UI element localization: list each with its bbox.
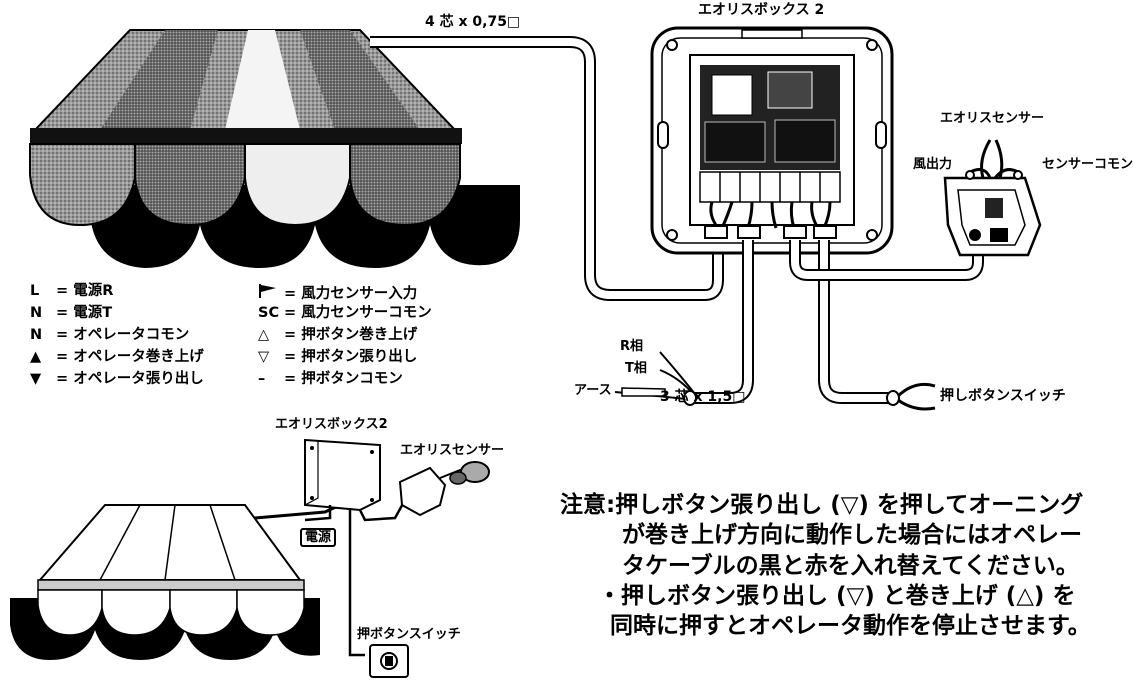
sensor-common-label: センサーコモン bbox=[1042, 157, 1134, 172]
switch-wires bbox=[886, 382, 936, 411]
legend-text: = 押ボタン張り出し bbox=[284, 349, 418, 365]
wind-flag-icon bbox=[258, 284, 284, 302]
earth-label: アース bbox=[574, 383, 612, 398]
legend-symbol: ▽ bbox=[258, 349, 270, 365]
bottom-sensor-title-label: エオリスセンサー bbox=[400, 443, 505, 458]
legend-item-operator-up: ▲ = オペレータ巻き上げ bbox=[30, 350, 204, 365]
legend-item-power-t: N = 電源T bbox=[30, 306, 112, 321]
legend-text: = オペレータコモン bbox=[56, 327, 190, 343]
legend-text: = 風力センサーコモン bbox=[284, 305, 432, 321]
awning-stripe-1 bbox=[100, 30, 218, 130]
control-box-bottom bbox=[304, 438, 381, 512]
legend-symbol: N bbox=[30, 327, 43, 343]
legend-symbol: ▼ bbox=[30, 371, 42, 387]
legend-item-wind-input: = 風力センサー入力 bbox=[258, 284, 417, 302]
push-switch-bottom bbox=[369, 644, 409, 678]
awning-front-bar bbox=[30, 128, 462, 144]
phase-r-label: R相 bbox=[620, 339, 644, 354]
legend-text: = 押ボタンコモン bbox=[284, 371, 403, 387]
legend-item-operator-common: N = オペレータコモン bbox=[30, 328, 189, 343]
legend-text: = オペレータ巻き上げ bbox=[56, 349, 204, 365]
sensor-top bbox=[943, 139, 1042, 257]
legend-text: = 電源R bbox=[56, 283, 114, 299]
control-box-top bbox=[650, 26, 894, 255]
push-switch-label: 押しボタンスイッチ bbox=[940, 388, 1066, 404]
legend-item-operator-down: ▼ = オペレータ張り出し bbox=[30, 372, 204, 387]
legend-item-wind-common: SC= 風力センサーコモン bbox=[258, 306, 432, 321]
legend-symbol: △ bbox=[258, 327, 270, 343]
power-wires bbox=[614, 351, 697, 406]
awning-top bbox=[29, 29, 520, 268]
phase-t-label: T相 bbox=[625, 361, 647, 376]
awning-stripe-3 bbox=[300, 30, 420, 130]
note-line-3: タケーブルの黒と赤を入れ替えてください。 bbox=[622, 552, 1079, 579]
wind-output-label: 風出力 bbox=[913, 157, 953, 172]
power-label: 電源 bbox=[300, 528, 337, 547]
note-line-1: 注意:押しボタン張り出し (▽) を押してオーニング bbox=[560, 492, 1084, 518]
cable-push-switch bbox=[818, 240, 890, 404]
bottom-push-switch-label: 押ボタンスイッチ bbox=[357, 627, 461, 642]
legend-text: = 風力センサー入力 bbox=[284, 286, 418, 302]
sensor-bottom bbox=[398, 461, 490, 517]
legend-text: = オペレータ張り出し bbox=[56, 371, 204, 387]
cable-3core-label: 3 芯 x 1,5□ bbox=[660, 389, 746, 405]
legend-item-button-down: ▽ = 押ボタン張り出し bbox=[258, 350, 417, 365]
legend-text: = 電源T bbox=[56, 305, 113, 321]
caution-note: 注意:押しボタン張り出し (▽) を押してオーニング が巻き上げ方向に動作した場… bbox=[560, 490, 1091, 642]
note-line-4: ・押しボタン張り出し (▽) と巻き上げ (△) を bbox=[598, 583, 1076, 610]
awning-bottom bbox=[10, 504, 320, 660]
note-line-2: が巻き上げ方向に動作した場合にはオペレー bbox=[622, 522, 1082, 549]
legend-item-power-r: L = 電源R bbox=[30, 284, 113, 299]
legend-symbol: L bbox=[30, 283, 40, 299]
box-title-label: エオリスボックス 2 bbox=[698, 2, 825, 18]
legend-symbol: ▲ bbox=[30, 349, 42, 365]
awning-front-scallops bbox=[29, 143, 461, 227]
legend-symbol: SC bbox=[258, 305, 280, 321]
legend-symbol: – bbox=[258, 371, 266, 387]
legend-text: = 押ボタン巻き上げ bbox=[284, 327, 418, 343]
cable-4core-label: 4 芯 x 0,75□ bbox=[425, 14, 521, 30]
sensor-title-label: エオリスセンサー bbox=[940, 111, 1045, 126]
legend-symbol: N bbox=[30, 305, 43, 321]
legend-item-button-common: – = 押ボタンコモン bbox=[258, 372, 403, 387]
awning-stripe-2 bbox=[225, 30, 300, 130]
legend-item-button-up: △ = 押ボタン巻き上げ bbox=[258, 328, 417, 343]
bottom-box-title-label: エオリスボックス2 bbox=[275, 417, 388, 432]
note-line-5: 同時に押すとオペレータ動作を停止させます。 bbox=[610, 613, 1091, 640]
